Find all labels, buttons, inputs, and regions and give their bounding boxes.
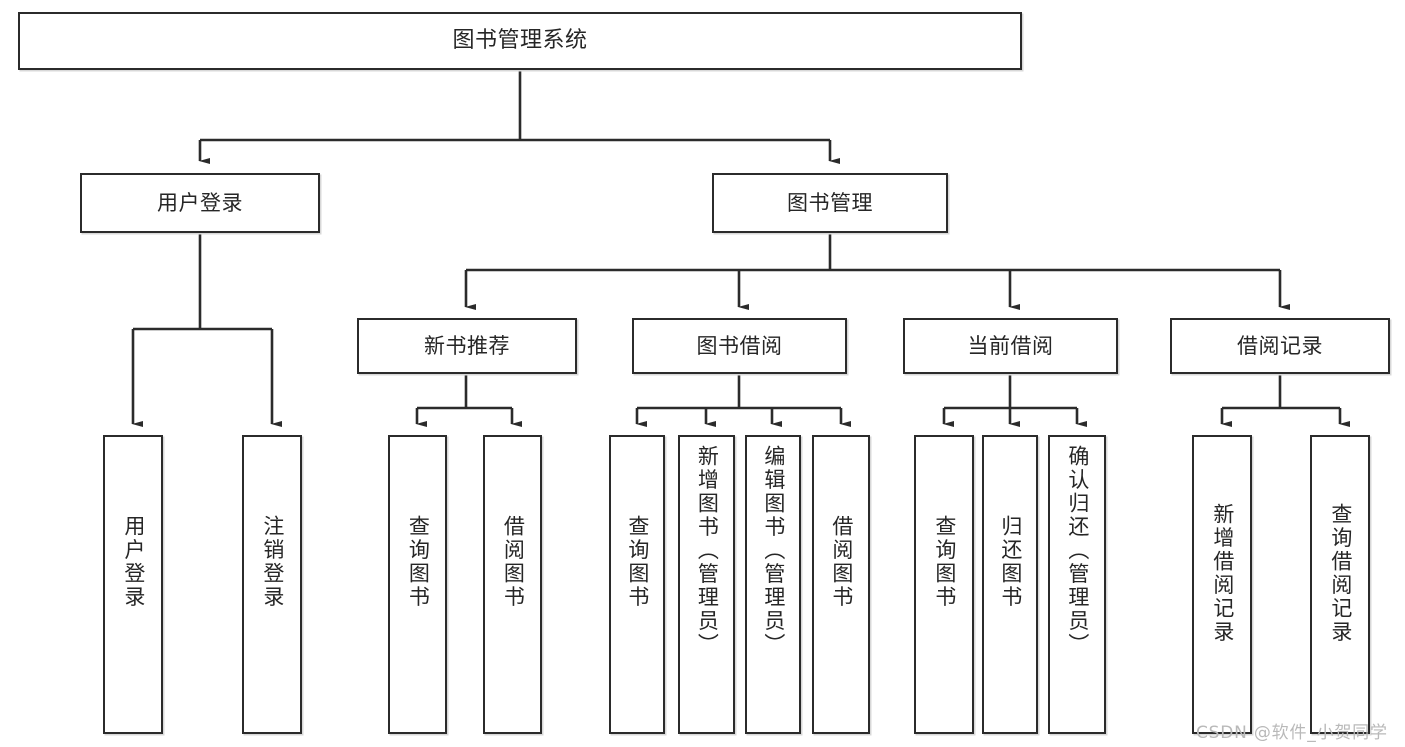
node-label: 注销登录	[260, 515, 285, 609]
leaf-user-login[interactable]: 用户登录	[103, 435, 163, 734]
csdn-watermark: CSDN @软件_小贺同学	[1196, 723, 1388, 743]
node-label: 新增借阅记录	[1210, 503, 1235, 644]
node-user-login[interactable]: 用户登录	[80, 173, 320, 233]
node-label: 图书管理系统	[452, 28, 588, 54]
node-label: 借阅记录	[1237, 333, 1323, 358]
node-label: 用户登录	[157, 190, 243, 215]
leaf-add-borrow-record[interactable]: 新增借阅记录	[1192, 435, 1252, 734]
node-current-borrow[interactable]: 当前借阅	[903, 318, 1118, 374]
leaf-query-borrow-record[interactable]: 查询借阅记录	[1310, 435, 1370, 734]
leaf-query-book-recommend[interactable]: 查询图书	[388, 435, 447, 734]
node-book-borrow[interactable]: 图书借阅	[632, 318, 847, 374]
node-label: 新增图书（管理员）	[695, 445, 720, 657]
node-label: 查询图书	[406, 515, 431, 609]
node-label: 新书推荐	[424, 333, 510, 358]
node-label: 用户登录	[121, 515, 146, 609]
node-label: 归还图书	[998, 515, 1023, 609]
node-label: 图书借阅	[696, 333, 783, 358]
node-root-book-management-system[interactable]: 图书管理系统	[18, 12, 1022, 70]
node-new-book-recommend[interactable]: 新书推荐	[357, 318, 577, 374]
node-label: 确认归还（管理员）	[1065, 445, 1090, 657]
leaf-edit-book-admin[interactable]: 编辑图书（管理员）	[745, 435, 801, 734]
node-label: 借阅图书	[501, 515, 526, 609]
leaf-query-book-borrow[interactable]: 查询图书	[609, 435, 665, 734]
leaf-borrow-book-recommend[interactable]: 借阅图书	[483, 435, 542, 734]
node-label: 编辑图书（管理员）	[761, 445, 786, 657]
leaf-add-book-admin[interactable]: 新增图书（管理员）	[678, 435, 735, 734]
node-label: 查询借阅记录	[1328, 503, 1353, 644]
leaf-confirm-return-admin[interactable]: 确认归还（管理员）	[1048, 435, 1106, 734]
leaf-logout[interactable]: 注销登录	[242, 435, 302, 734]
leaf-query-book-current[interactable]: 查询图书	[914, 435, 974, 734]
node-label: 借阅图书	[829, 515, 854, 609]
node-label: 图书管理	[787, 190, 873, 215]
leaf-return-book[interactable]: 归还图书	[982, 435, 1038, 734]
node-book-management[interactable]: 图书管理	[712, 173, 948, 233]
node-borrow-record[interactable]: 借阅记录	[1170, 318, 1390, 374]
node-label: 当前借阅	[967, 333, 1054, 358]
node-label: 查询图书	[625, 515, 650, 609]
leaf-borrow-book[interactable]: 借阅图书	[812, 435, 870, 734]
node-label: 查询图书	[932, 515, 957, 609]
